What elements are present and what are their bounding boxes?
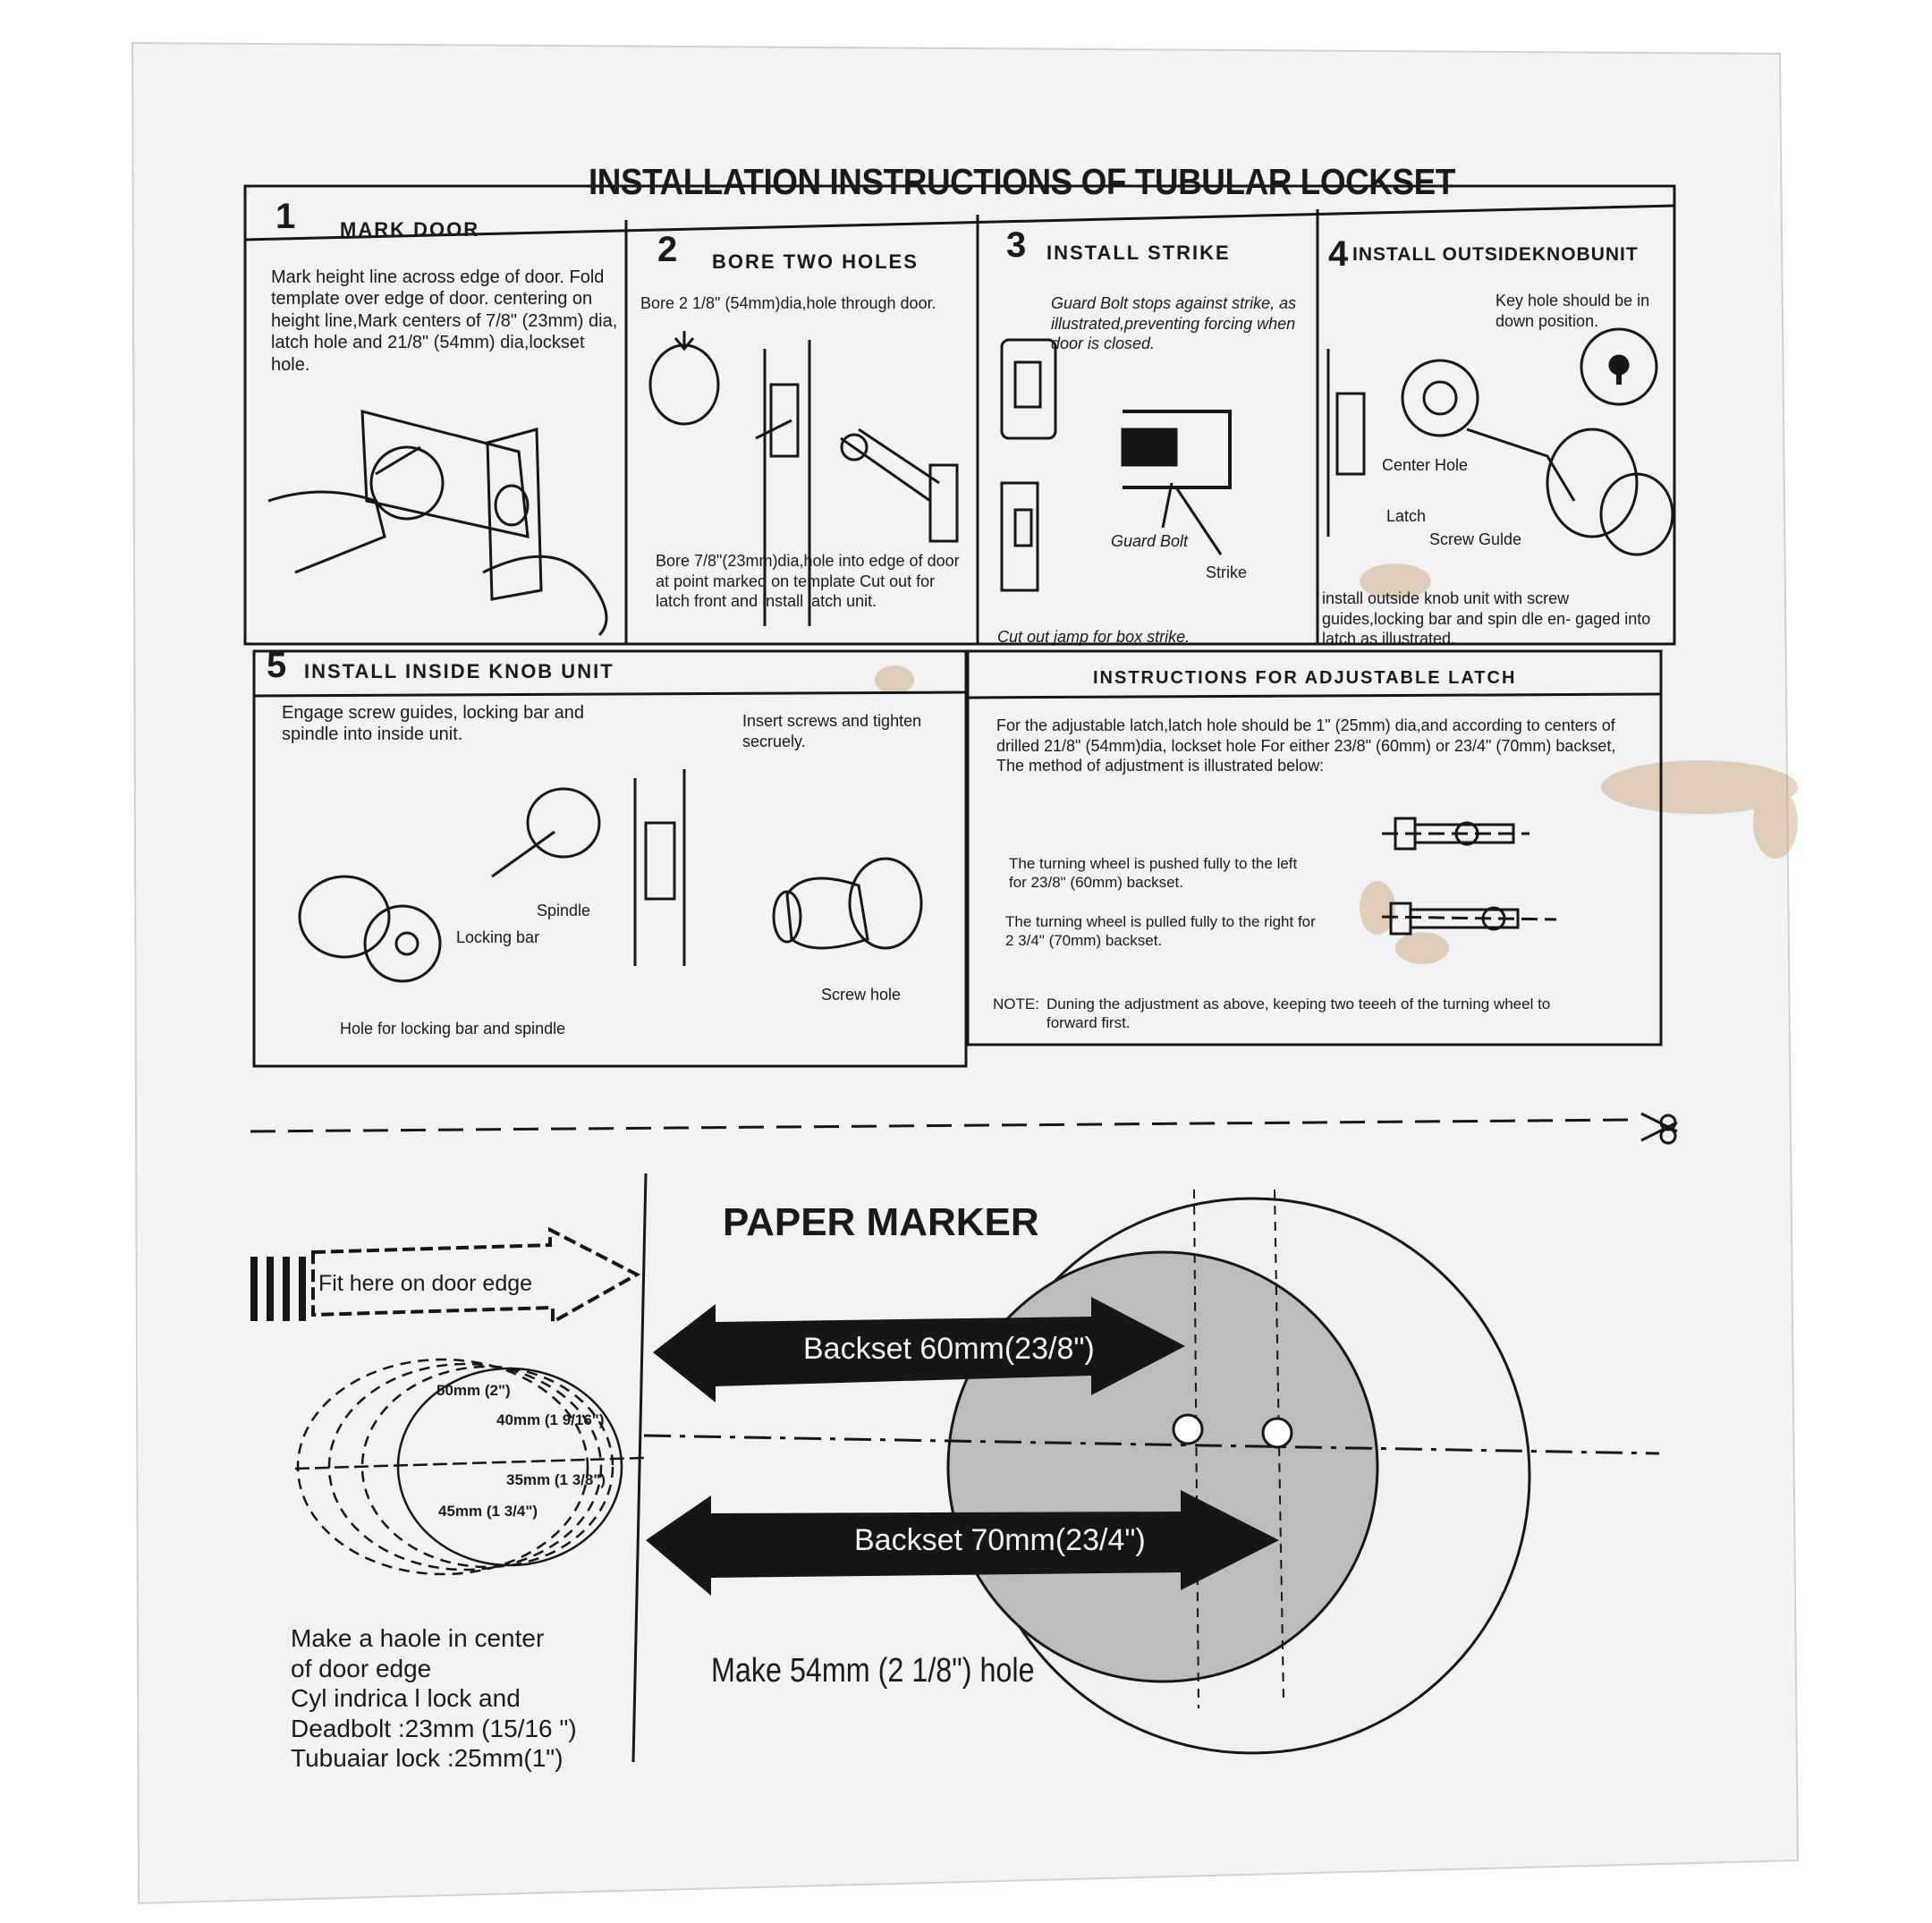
center-hole-label: Center Hole <box>1382 456 1468 476</box>
dim-35mm: 35mm (1 3/8") <box>506 1471 606 1490</box>
dim-50mm: 50mm (2") <box>436 1382 511 1401</box>
step3-number: 3 <box>1006 224 1026 267</box>
center-note-line: Cyl indrica l lock and <box>291 1683 577 1714</box>
center-note-line: of door edge <box>291 1654 577 1684</box>
wheel-pulled-text: The turning wheel is pulled fully to the… <box>1005 912 1318 951</box>
step1-title: MARK DOOR <box>340 218 479 242</box>
adjustable-latch-title: INSTRUCTIONS FOR ADJUSTABLE LATCH <box>1093 667 1516 689</box>
screw-hole-label: Screw hole <box>821 986 901 1005</box>
paper-marker-title: PAPER MARKER <box>723 1199 1039 1247</box>
step2-text: Bore 2 1/8" (54mm)dia,hole through door. <box>640 293 980 314</box>
screw-guide-label: Screw Gulde <box>1429 530 1521 550</box>
step5-number: 5 <box>267 644 286 688</box>
step4-title: INSTALL OUTSIDEKNOBUNIT <box>1352 243 1639 267</box>
spindle-label: Spindle <box>537 902 590 921</box>
step3-text: Guard Bolt stops against strike, as illu… <box>1051 293 1315 354</box>
step4-number: 4 <box>1328 233 1348 276</box>
step4-text: Key hole should be in down position. <box>1496 291 1665 331</box>
center-note: Make a haole in center of door edge Cyl … <box>291 1623 577 1774</box>
step3-title: INSTALL STRIKE <box>1046 241 1231 266</box>
locking-bar-label: Locking bar <box>456 928 539 948</box>
note-text: Duning the adjustment as above, keeping … <box>1046 995 1601 1033</box>
locking-bar-hole-label: Hole for locking bar and spindle <box>340 1020 565 1039</box>
step5-text: Engage screw guides, locking bar and spi… <box>282 702 586 746</box>
wheel-pushed-text: The turning wheel is pushed fully to the… <box>1009 854 1313 893</box>
note-label: NOTE: <box>993 995 1039 1013</box>
step2-text2: Bore 7/8"(23mm)dia,hole into edge of doo… <box>656 551 960 612</box>
dim-45mm: 45mm (1 3/4") <box>438 1503 538 1521</box>
step3-caption: Cut out jamp for box strike. <box>997 628 1190 648</box>
strike-label: Strike <box>1206 563 1247 583</box>
step4-caption: install outside knob unit with screw gui… <box>1322 589 1671 649</box>
guard-bolt-label: Guard Bolt <box>1111 532 1188 552</box>
backset-70-label: Backset 70mm(23/4") <box>854 1522 1146 1559</box>
make-hole-label: Make 54mm (2 1/8") hole <box>711 1650 1035 1691</box>
backset-60-label: Backset 60mm(23/8") <box>803 1331 1095 1368</box>
latch-label: Latch <box>1386 507 1426 527</box>
adjustable-latch-text: For the adjustable latch,latch hole shou… <box>996 716 1631 776</box>
step2-title: BORE TWO HOLES <box>712 250 919 275</box>
dim-40mm: 40mm (1 9/16") <box>496 1411 605 1430</box>
center-note-line: Tubuaiar lock :25mm(1") <box>291 1743 577 1774</box>
step1-number: 1 <box>275 195 295 239</box>
page-title: INSTALLATION INSTRUCTIONS OF TUBULAR LOC… <box>589 159 1455 204</box>
step5-title: INSTALL INSIDE KNOB UNIT <box>304 660 614 684</box>
fit-door-edge-label: Fit here on door edge <box>318 1270 532 1298</box>
step2-number: 2 <box>657 228 677 272</box>
center-note-line: Make a haole in center <box>291 1623 577 1654</box>
step5-text2: Insert screws and tighten secruely. <box>742 711 966 751</box>
center-note-line: Deadbolt :23mm (15/16 ") <box>291 1714 577 1744</box>
step1-text: Mark height line across edge of door. Fo… <box>271 267 620 376</box>
inner-circle-60 <box>948 1252 1377 1682</box>
